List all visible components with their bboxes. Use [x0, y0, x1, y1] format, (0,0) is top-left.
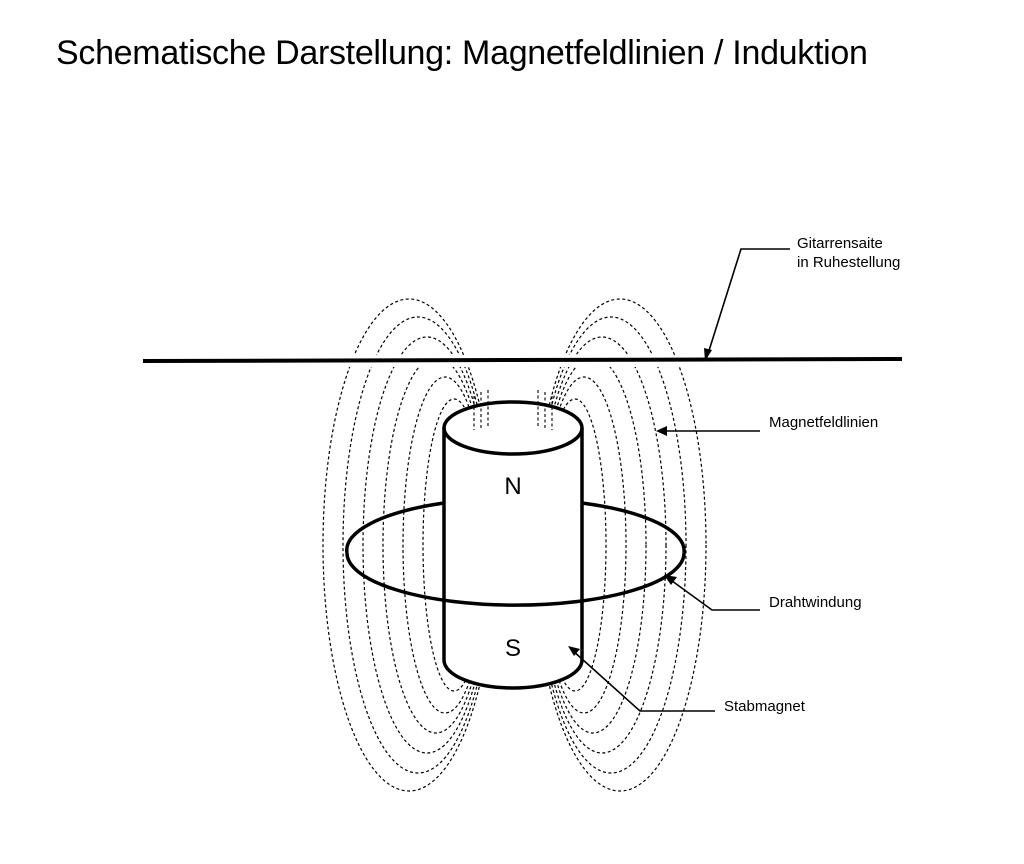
callouts [568, 248, 790, 712]
label-field-lines: Magnetfeldlinien [769, 414, 879, 431]
page-title: Schematische Darstellung: Magnetfeldlini… [56, 34, 868, 72]
field-lines-core [473, 390, 553, 430]
label-guitar-string-line2: in Ruhestellung [797, 254, 901, 271]
arrowhead-string [704, 348, 712, 361]
wire-loop-back-left [345, 501, 445, 554]
wire-loop-front [345, 552, 686, 607]
leader-wire [667, 577, 760, 611]
north-pole-label: N [504, 473, 522, 500]
leader-magnet [571, 649, 715, 712]
arrowhead-magnet [568, 646, 580, 656]
wire-loop [345, 501, 686, 607]
label-wire-loop: Drahtwindung [769, 594, 862, 611]
label-bar-magnet: Stabmagnet [724, 698, 805, 715]
south-pole-label: S [504, 635, 521, 662]
label-guitar-string: Gitarrensaite in Ruhestellung [797, 234, 900, 272]
guitar-string [142, 357, 903, 363]
magnet-bottom [442, 659, 584, 690]
leader-string [706, 248, 790, 358]
arrowhead-field [656, 426, 667, 436]
arrowhead-wire [664, 575, 677, 585]
label-guitar-string-line1: Gitarrensaite [797, 235, 883, 252]
bar-magnet [442, 400, 584, 690]
wire-loop-back-right [581, 501, 686, 554]
